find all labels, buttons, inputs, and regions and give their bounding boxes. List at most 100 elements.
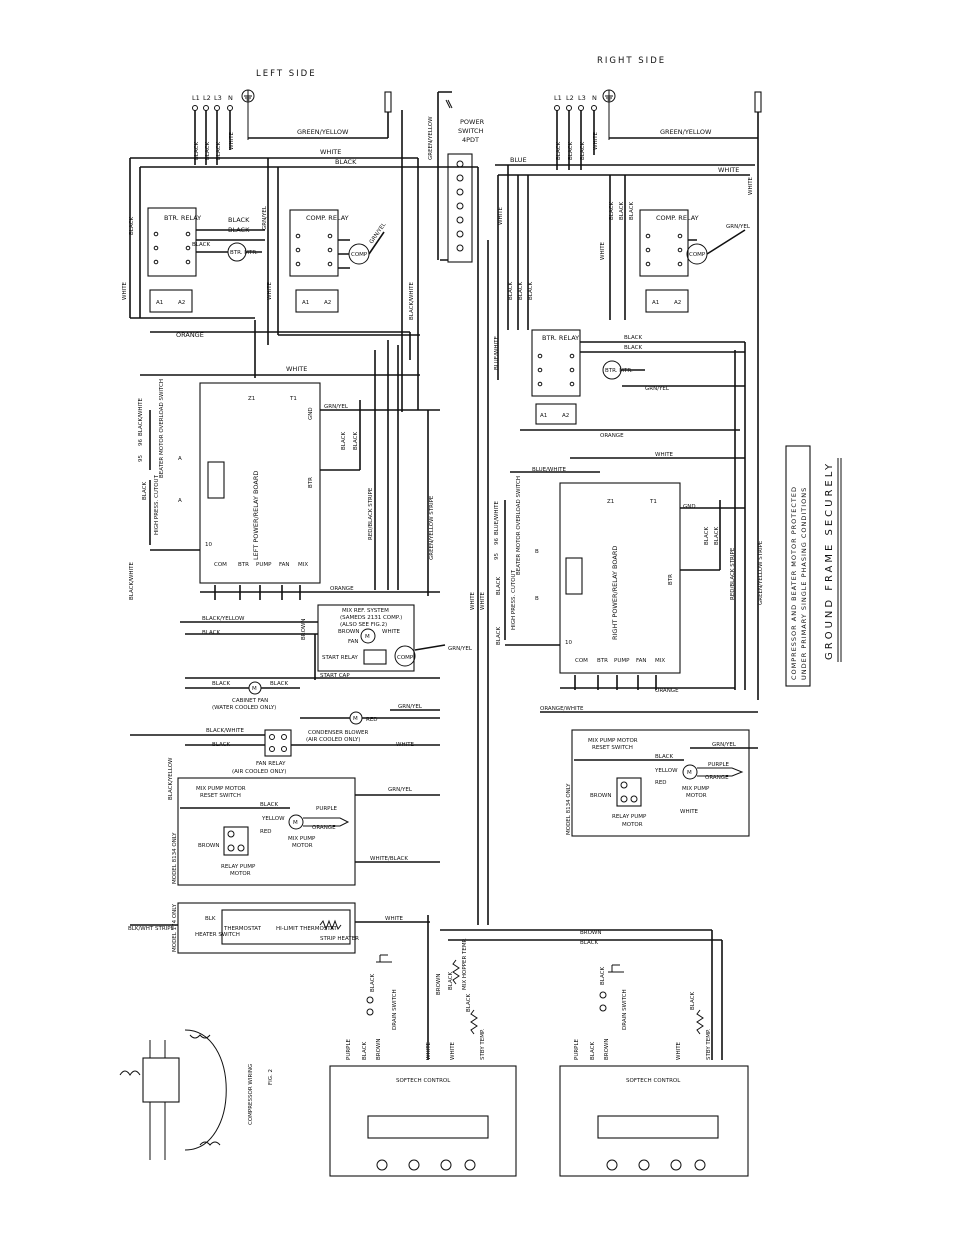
svg-text:DRAIN SWITCH: DRAIN SWITCH xyxy=(622,989,628,1030)
right-supply-terminals: L1 L2 L3 N xyxy=(554,94,597,170)
svg-text:BLACK: BLACK xyxy=(690,992,696,1010)
fan-relay: FAN RELAY (AIR COOLED ONLY) xyxy=(232,729,292,775)
svg-text:GREEN/YELLOW: GREEN/YELLOW xyxy=(297,128,349,136)
svg-text:4PDT: 4PDT xyxy=(462,136,479,144)
svg-text:ORANGE: ORANGE xyxy=(600,433,624,439)
svg-text:GROUND FRAME SECURELY: GROUND FRAME SECURELY xyxy=(824,461,835,660)
svg-text:RED: RED xyxy=(655,780,667,786)
svg-text:RELAY PUMP: RELAY PUMP xyxy=(612,814,647,820)
svg-text:WHITE: WHITE xyxy=(748,176,754,195)
svg-text:N: N xyxy=(592,94,597,102)
svg-text:WHITE: WHITE xyxy=(655,452,674,458)
svg-text:A2: A2 xyxy=(562,413,569,419)
svg-text:BLACK: BLACK xyxy=(624,335,642,341)
svg-text:(WATER COOLED ONLY): (WATER COOLED ONLY) xyxy=(212,705,276,711)
svg-text:MIX PUMP MOTOR: MIX PUMP MOTOR xyxy=(196,786,246,792)
svg-text:L1: L1 xyxy=(192,94,200,102)
svg-text:UNDER PRIMARY SINGLE PHASING C: UNDER PRIMARY SINGLE PHASING CONDITIONS xyxy=(800,487,808,680)
svg-text:BROWN: BROWN xyxy=(376,1039,382,1060)
svg-text:BROWN: BROWN xyxy=(301,619,307,640)
svg-text:BROWN: BROWN xyxy=(590,793,611,799)
svg-text:Z1: Z1 xyxy=(248,396,255,402)
svg-text:96: 96 xyxy=(494,538,500,545)
svg-text:95: 95 xyxy=(138,455,144,462)
svg-text:MOTOR: MOTOR xyxy=(230,871,251,877)
svg-text:GREEN/YELLOW: GREEN/YELLOW xyxy=(428,116,434,160)
svg-text:M: M xyxy=(365,634,370,640)
svg-text:COMPRESSOR AND BEATER MOTOR PR: COMPRESSOR AND BEATER MOTOR PROTECTED xyxy=(790,486,798,680)
svg-text:START CAP: START CAP xyxy=(320,673,350,679)
svg-text:PUMP: PUMP xyxy=(614,658,630,664)
svg-text:BLACK/WHITE: BLACK/WHITE xyxy=(138,398,144,436)
svg-text:GRN/YEL: GRN/YEL xyxy=(262,205,268,230)
left-beater-overload-switch: 95 96 BLACK/WHITE BEATER MOTOR OVERLOAD … xyxy=(138,379,182,504)
svg-text:M: M xyxy=(687,770,692,776)
svg-text:BLACK: BLACK xyxy=(590,1042,596,1060)
mix-ref-system: MIX REF. SYSTEM (SAMEDS 2131 COMP.) (ALS… xyxy=(317,604,416,672)
svg-text:A1: A1 xyxy=(302,300,309,306)
svg-text:BLACK/YELLOW: BLACK/YELLOW xyxy=(168,757,174,800)
svg-text:BLACK: BLACK xyxy=(580,142,586,160)
left-softech-control: SOFTECH CONTROL xyxy=(329,1065,517,1177)
svg-text:BLACK: BLACK xyxy=(624,345,642,351)
svg-text:BROWN: BROWN xyxy=(580,930,601,936)
right-side-heading: RIGHT SIDE xyxy=(597,56,666,66)
svg-text:PUMP: PUMP xyxy=(256,562,272,568)
svg-text:PURPLE: PURPLE xyxy=(574,1038,580,1060)
left-mix-pump-box: MODEL 8134 ONLY MIX PUMP MOTOR RESET SWI… xyxy=(172,777,356,886)
condenser-blower: M CONDENSER BLOWER (AIR COOLED ONLY) xyxy=(306,711,369,743)
svg-text:ORANGE: ORANGE xyxy=(312,825,336,831)
svg-text:WHITE/BLACK: WHITE/BLACK xyxy=(370,856,408,862)
svg-text:RESET SWITCH: RESET SWITCH xyxy=(592,745,633,751)
svg-text:COMP. RELAY: COMP. RELAY xyxy=(306,214,349,222)
svg-text:WHITE: WHITE xyxy=(450,1041,456,1060)
left-high-press-cutout: HIGH PRESS. CUTOUT BLACK xyxy=(142,474,160,535)
left-drain-switch: BLACK DRAIN SWITCH xyxy=(366,954,398,1030)
left-compressor-icon: COMP xyxy=(348,243,370,265)
right-comp-relay: COMP. RELAY A1 A2 xyxy=(639,209,699,313)
svg-text:MOTOR: MOTOR xyxy=(686,793,707,799)
svg-text:MODEL 174 ONLY: MODEL 174 ONLY xyxy=(172,903,178,952)
svg-text:BTR: BTR xyxy=(238,562,249,568)
svg-text:YELLOW: YELLOW xyxy=(261,816,285,822)
svg-text:BLACK: BLACK xyxy=(335,158,357,166)
svg-text:10: 10 xyxy=(205,542,212,548)
svg-text:MIX: MIX xyxy=(655,658,665,664)
svg-text:WHITE: WHITE xyxy=(267,281,273,300)
svg-text:L3: L3 xyxy=(578,94,586,102)
svg-text:BLACK: BLACK xyxy=(205,142,211,160)
svg-text:COM: COM xyxy=(214,562,227,568)
svg-text:Z1: Z1 xyxy=(607,499,614,505)
svg-text:HEATER SWITCH: HEATER SWITCH xyxy=(195,932,240,938)
heater-model-174-box: MODEL 174 ONLY BLK HEATER SWITCH THERMOS… xyxy=(172,902,359,954)
svg-text:BTR. RELAY: BTR. RELAY xyxy=(542,334,579,342)
svg-text:(AIR COOLED ONLY): (AIR COOLED ONLY) xyxy=(306,737,360,743)
svg-text:YELLOW: YELLOW xyxy=(654,768,678,774)
svg-text:BLUE/WHITE: BLUE/WHITE xyxy=(532,467,566,473)
svg-text:BLACK: BLACK xyxy=(466,994,472,1012)
svg-text:PURPLE: PURPLE xyxy=(346,1038,352,1060)
left-side-heading: LEFT SIDE xyxy=(256,69,317,79)
svg-text:WHITE: WHITE xyxy=(498,206,504,225)
svg-text:BLACK/YELLOW: BLACK/YELLOW xyxy=(202,616,245,622)
svg-text:BLACK: BLACK xyxy=(216,142,222,160)
svg-text:ORANGE: ORANGE xyxy=(705,775,729,781)
svg-text:BTR. RELAY: BTR. RELAY xyxy=(164,214,201,222)
right-green-yellow-bus xyxy=(609,112,759,139)
svg-text:BLACK: BLACK xyxy=(655,754,673,760)
left-comp-relay: COMP. RELAY A1 A2 xyxy=(289,209,349,313)
svg-text:BLACK/WHITE: BLACK/WHITE xyxy=(409,282,415,320)
svg-text:GND: GND xyxy=(683,504,696,510)
svg-text:FAN: FAN xyxy=(348,639,359,645)
svg-text:BLACK: BLACK xyxy=(192,242,210,248)
svg-text:WHITE: WHITE xyxy=(385,916,404,922)
svg-text:BLACK: BLACK xyxy=(202,630,220,636)
svg-text:N: N xyxy=(228,94,233,102)
svg-text:BEATER MOTOR OVERLOAD SWITCH: BEATER MOTOR OVERLOAD SWITCH xyxy=(159,379,165,478)
svg-text:BTR: BTR xyxy=(668,574,674,585)
ground-frame-note: GROUND FRAME SECURELY xyxy=(824,458,842,662)
svg-text:GREEN/YELLOW: GREEN/YELLOW xyxy=(660,128,712,136)
svg-text:CABINET FAN: CABINET FAN xyxy=(232,698,268,704)
svg-text:BLACK: BLACK xyxy=(448,972,454,990)
svg-text:STRIP HEATER: STRIP HEATER xyxy=(320,936,359,942)
